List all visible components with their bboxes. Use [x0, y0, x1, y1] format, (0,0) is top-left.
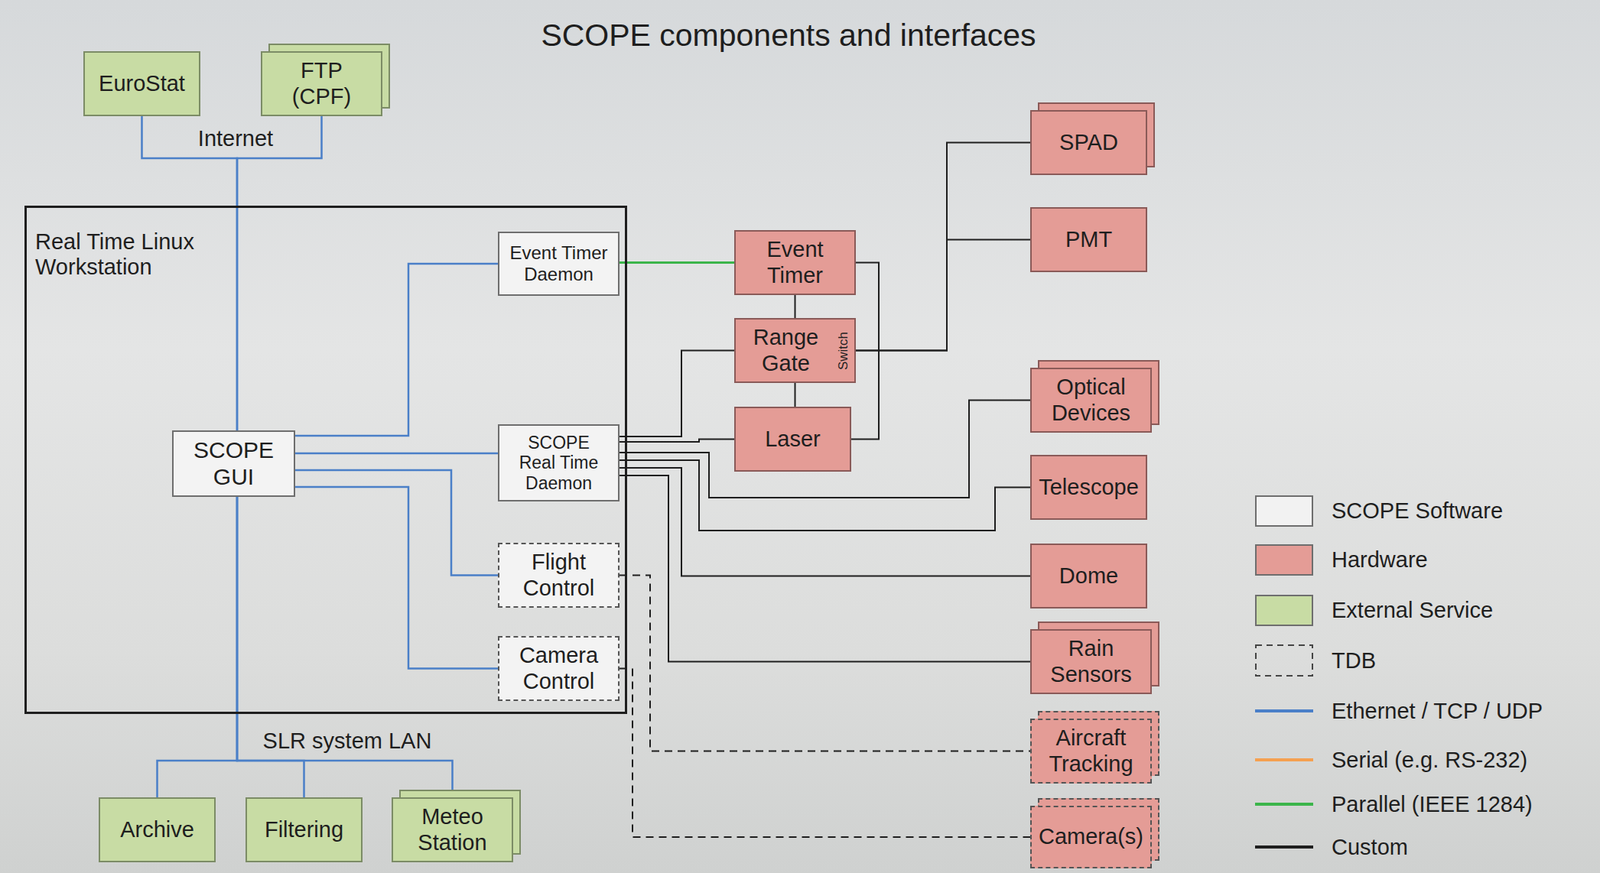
node-text: PMT [1065, 227, 1113, 253]
tbd-hardware-box: Aircraft Tracking [1030, 718, 1152, 784]
hardware-box: Laser [734, 406, 852, 472]
connector [142, 116, 238, 431]
legend-line [1255, 803, 1314, 807]
legend-line [1255, 845, 1314, 849]
bus-label: Internet [198, 125, 274, 152]
connector [619, 439, 735, 443]
node-text: Camera Control [506, 643, 612, 695]
legend-text: TDB [1331, 647, 1376, 674]
connector [794, 383, 797, 407]
legend-swatch [1255, 495, 1314, 527]
software-box: Event Timer Daemon [497, 231, 620, 296]
node-text: Aircraft Tracking [1038, 725, 1144, 778]
external-service-box: Archive [98, 797, 216, 863]
node-text: Telescope [1038, 474, 1139, 501]
legend-text: SCOPE Software [1331, 497, 1503, 524]
node-text: SPAD [1059, 130, 1119, 156]
node-text: Camera(s) [1038, 824, 1144, 850]
node-text: SCOPE GUI [180, 437, 287, 491]
connector [619, 575, 1031, 752]
legend-line [1255, 758, 1314, 762]
hardware-box: Optical Devices [1030, 367, 1152, 433]
legend-text: Serial (e.g. RS-232) [1331, 747, 1528, 774]
node-text: SCOPE Real Time Daemon [510, 432, 607, 494]
node-text: Laser [764, 426, 821, 453]
node-text: Event Timer [742, 237, 848, 289]
workstation-group: Real Time Linux Workstation Event Timer D… [24, 205, 628, 715]
hardware-box: Range Gate Switch [734, 318, 856, 384]
connector [619, 351, 735, 438]
legend-swatch [1255, 595, 1314, 627]
switch-label: Switch [836, 331, 850, 370]
legend-dashed-box [1255, 645, 1313, 677]
tbd-hardware-box: Camera(s) [1030, 806, 1152, 869]
hardware-box: PMT [1030, 207, 1148, 273]
legend-text: Hardware [1331, 546, 1428, 573]
connector [619, 468, 1031, 577]
hardware-box: Telescope [1030, 455, 1148, 521]
node-text: Dome [1059, 563, 1119, 589]
connector [295, 470, 498, 576]
legend-text: Custom [1331, 834, 1409, 861]
connector [619, 669, 1031, 839]
connector [157, 497, 238, 798]
hardware-box: SPAD [1030, 110, 1148, 176]
node-text: EuroStat [98, 71, 186, 97]
node-text: Meteo Station [400, 804, 505, 856]
legend-line [1255, 709, 1314, 713]
connector [619, 475, 1031, 663]
node-text: Real Time Linux Workstation [35, 229, 227, 281]
connector [794, 295, 797, 319]
node-text: Event Timer Daemon [506, 242, 612, 285]
hardware-box: Event Timer [734, 230, 856, 296]
tbd-software-box: Camera Control [497, 636, 620, 702]
diagram-title: SCOPE components and interfaces [540, 16, 1036, 54]
connector [295, 452, 498, 456]
legend-text: Ethernet / TCP / UDP [1331, 698, 1543, 725]
legend-text: External Service [1331, 597, 1493, 624]
node-text: Filtering [264, 817, 344, 843]
hardware-box: Dome [1030, 543, 1148, 609]
external-service-box: Filtering [245, 797, 363, 863]
connector [295, 263, 498, 436]
connector [237, 116, 322, 431]
legend-swatch [1255, 544, 1314, 576]
node-text: Rain Sensors [1038, 636, 1144, 688]
bus-label: SLR system LAN [263, 728, 433, 755]
software-box: SCOPE Real Time Daemon [497, 424, 620, 502]
node-text: Optical Devices [1038, 374, 1144, 427]
external-service-box: EuroStat [83, 51, 201, 117]
connector [237, 497, 453, 798]
legend-text: Parallel (IEEE 1284) [1331, 791, 1533, 818]
software-box: SCOPE GUI [172, 430, 296, 498]
connector [855, 240, 1031, 352]
external-service-box: Meteo Station [391, 797, 514, 863]
external-service-box: FTP (CPF) [260, 51, 383, 117]
connector [619, 261, 735, 264]
node-text: Flight Control [506, 549, 612, 602]
node-text: FTP (CPF) [272, 58, 371, 110]
hardware-box: Rain Sensors [1030, 629, 1152, 695]
node-text: Archive [120, 817, 195, 843]
node-text: Range Gate [742, 325, 830, 377]
connector [295, 487, 498, 670]
connector [855, 143, 1031, 352]
tbd-software-box: Flight Control [497, 543, 620, 609]
